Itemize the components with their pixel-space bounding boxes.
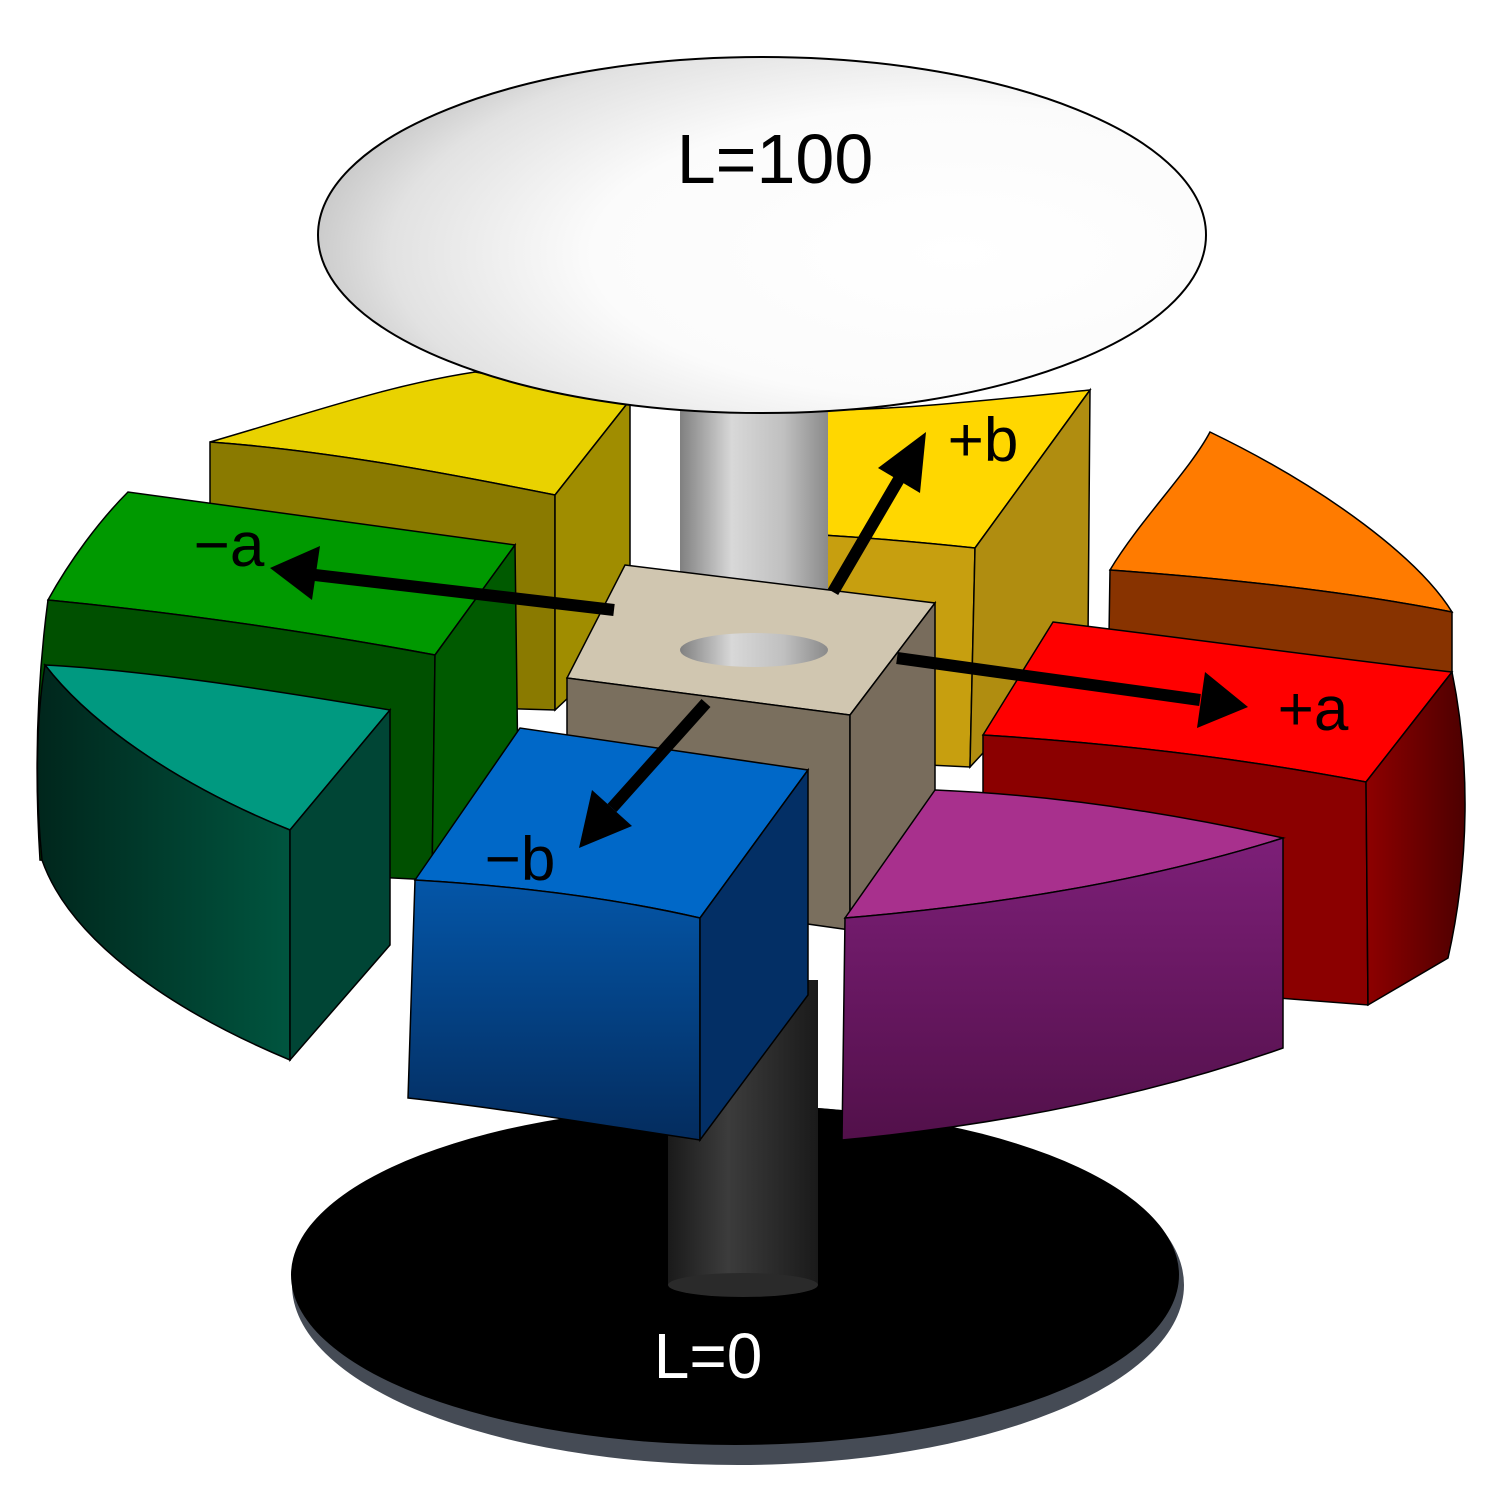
arrow-plus-b — [827, 432, 926, 596]
arrow-minus-a — [270, 546, 615, 616]
teal-block — [36, 663, 392, 1063]
label-minus-b: −b — [485, 825, 556, 894]
purple-block — [841, 789, 1286, 1141]
label-plus-b: +b — [948, 406, 1019, 475]
label-l100: L=100 — [677, 120, 874, 198]
lower-cylinder-base — [668, 1273, 818, 1297]
white-disc — [317, 56, 1207, 414]
label-l0: L=0 — [654, 1320, 763, 1392]
label-plus-a: +a — [1278, 675, 1349, 744]
arrow-minus-b — [579, 698, 711, 848]
label-minus-a: −a — [194, 511, 265, 580]
arrow-plus-a — [896, 652, 1248, 728]
